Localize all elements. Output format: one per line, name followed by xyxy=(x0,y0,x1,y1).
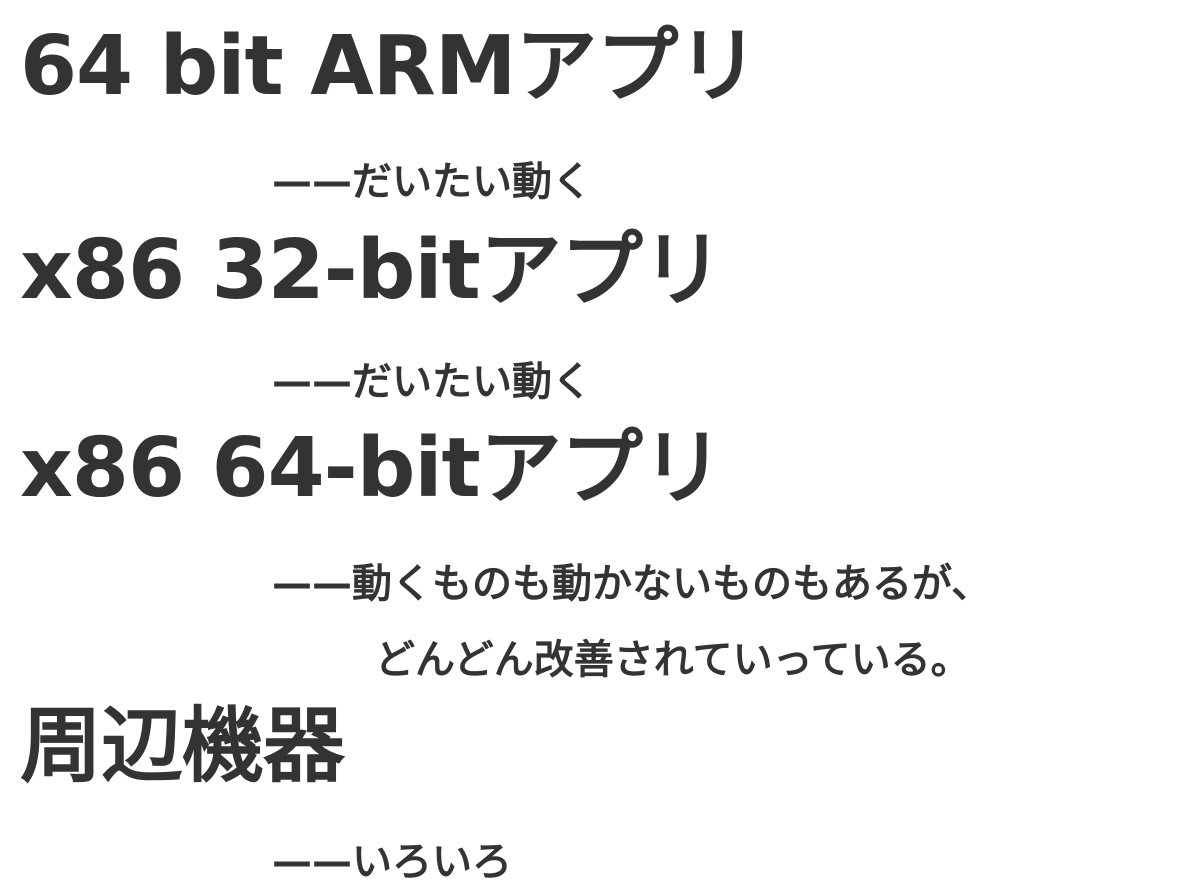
note-arm64-apps: ——だいたい動く xyxy=(272,159,592,205)
heading-arm64-apps: 64 bit ARMアプリ xyxy=(20,19,759,114)
heading-peripherals: 周辺機器 xyxy=(20,699,345,794)
note-x86-32bit-apps: ——だいたい動く xyxy=(272,359,592,405)
note-x86-64bit-apps-line2: どんどん改善されていっている。 xyxy=(375,637,971,683)
note-peripherals: ——いろいろ xyxy=(272,839,512,885)
note-x86-64bit-apps-line1: ——動くものも動かないものもあるが、 xyxy=(272,561,992,607)
heading-x86-32bit-apps: x86 32-bitアプリ xyxy=(20,223,724,318)
heading-x86-64bit-apps: x86 64-bitアプリ xyxy=(20,421,724,516)
